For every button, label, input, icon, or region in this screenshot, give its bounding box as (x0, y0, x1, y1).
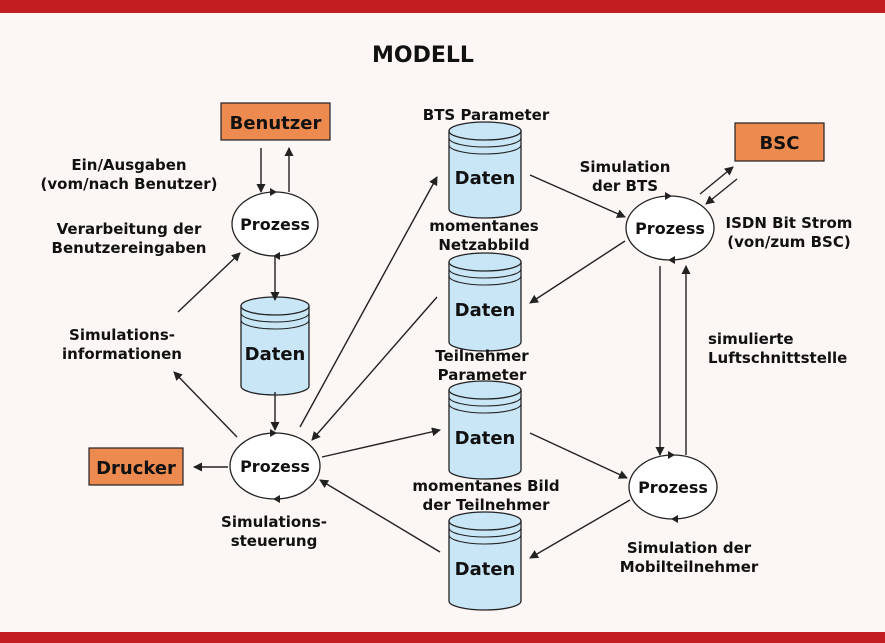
arrow-process2-to-teilnehmer-param (321, 427, 441, 458)
database-d4: Daten (448, 380, 522, 480)
process-label: Prozess (240, 215, 310, 234)
svg-text:BSC: BSC (760, 133, 800, 154)
external-benutzer: Benutzer (220, 102, 331, 141)
database-label: Daten (455, 428, 516, 449)
process-p2: Prozess (229, 429, 321, 503)
flow-arrows (173, 147, 738, 559)
database-label: Daten (455, 559, 516, 580)
label-isdn: ISDN Bit Strom(von/zum BSC) (726, 214, 853, 251)
database-d3: Daten (448, 252, 522, 352)
label-sim-info: Simulations-informationen (62, 326, 182, 363)
database-d1: Daten (240, 296, 310, 396)
database-d5: Daten (448, 511, 522, 611)
label-sim-steuerung: Simulations-steuerung (221, 513, 327, 550)
process-label: Prozess (240, 457, 310, 476)
label-ein-ausgaben: Ein/Ausgaben(vom/nach Benutzer) (41, 156, 218, 193)
arrow-process3-to-bsc (699, 166, 734, 195)
database-label: Daten (455, 300, 516, 321)
arrow-bild-to-process2 (319, 479, 441, 553)
database-label: Daten (455, 168, 516, 189)
arrow-teilnehmer-param-to-process4 (529, 432, 628, 479)
label-bts-param: BTS Parameter (423, 106, 550, 124)
database-d2: Daten (448, 121, 522, 219)
external-drucker: Drucker (88, 447, 184, 486)
svg-text:Drucker: Drucker (96, 458, 176, 479)
process-p1: Prozess (231, 188, 319, 260)
arrow-bts-param-to-process3 (529, 174, 626, 218)
arrow-process2-to-bts-param (299, 176, 438, 428)
process-p3: Prozess (625, 192, 715, 264)
bottom-accent-bar (0, 632, 885, 643)
arrow-process2-to-siminfo (173, 371, 238, 438)
process-label: Prozess (638, 478, 708, 497)
external-bsc: BSC (734, 122, 825, 162)
label-layer: Ein/Ausgaben(vom/nach Benutzer) Verarbeit… (41, 106, 853, 576)
arrow-process3-to-netzabbild (529, 240, 626, 304)
top-accent-bar (0, 0, 885, 13)
arrow-siminfo-to-process1 (177, 252, 241, 313)
diagram-title: MODELL (372, 43, 474, 68)
database-label: Daten (245, 344, 306, 365)
process-label: Prozess (635, 219, 705, 238)
process-p4: Prozess (628, 451, 718, 523)
arrow-netzabbild-to-process2 (311, 296, 438, 441)
svg-text:Benutzer: Benutzer (230, 113, 322, 134)
arrow-process4-to-bild (529, 499, 631, 559)
arrow-bsc-to-process3 (705, 178, 738, 205)
